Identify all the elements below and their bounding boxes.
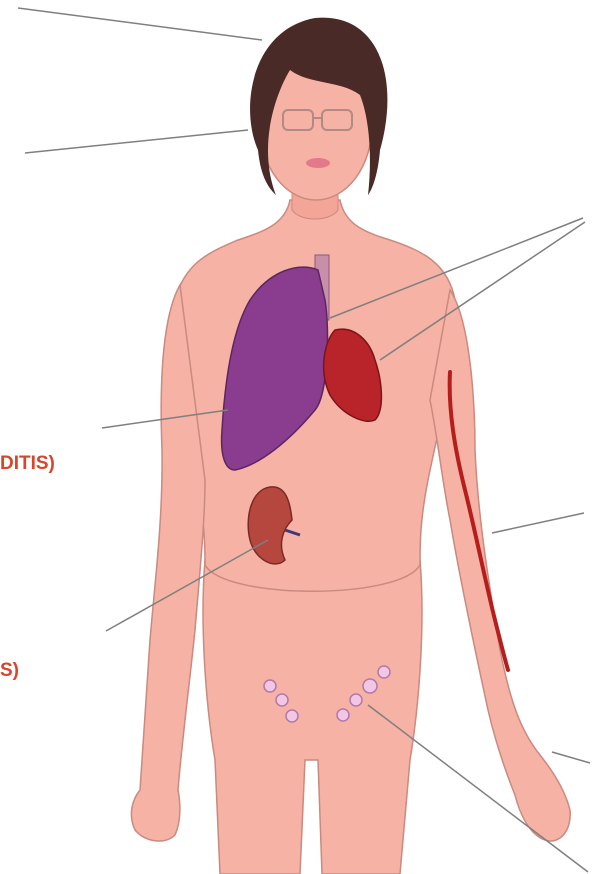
body-figure (131, 18, 570, 874)
clipped-label-1: DITIS) (0, 453, 55, 475)
lips (306, 158, 330, 168)
leader-line-hair (18, 8, 262, 40)
lower-body (203, 560, 422, 874)
clipped-label-2: S) (0, 660, 19, 682)
leader-line-blood-vessel (492, 513, 584, 533)
leader-line-eyes (25, 130, 248, 153)
leader-line-hand (552, 752, 590, 763)
